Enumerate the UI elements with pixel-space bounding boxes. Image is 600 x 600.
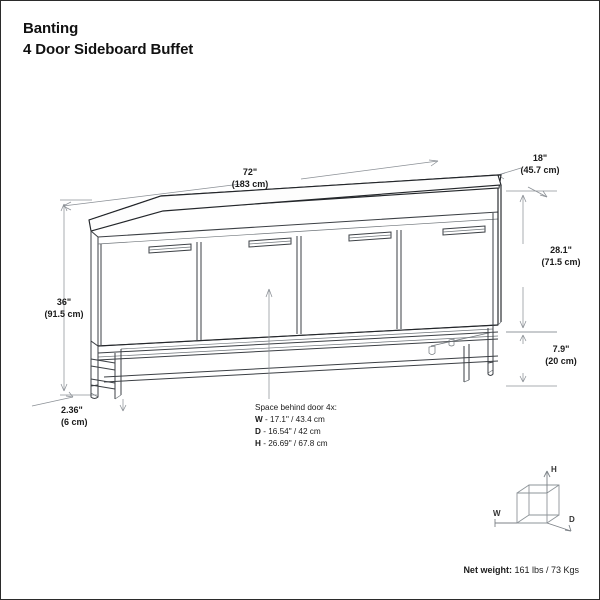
door-handles	[148, 225, 486, 254]
note-row-h: H - 26.69" / 67.8 cm	[255, 438, 337, 450]
cabinet-body	[88, 174, 502, 347]
net-weight: Net weight: 161 lbs / 73 Kgs	[463, 565, 579, 575]
note-row-w: W - 17.1" / 43.4 cm	[255, 414, 337, 426]
net-weight-value: 161 lbs / 73 Kgs	[514, 565, 579, 575]
product-name: Banting	[23, 20, 79, 37]
product-subtitle: 4 Door Sideboard Buffet	[23, 40, 194, 58]
note-axis-h: H	[255, 439, 261, 449]
cube-label-depth: D	[569, 515, 575, 524]
note-heading: Space behind door 4x:	[255, 403, 337, 412]
cube-label-height: H	[551, 465, 557, 474]
net-weight-label: Net weight:	[463, 565, 512, 575]
base-frame	[90, 325, 499, 400]
cube-label-width: W	[493, 509, 501, 518]
note-axis-w: W	[255, 415, 263, 425]
dimension-label-base-height: 7.9" (20 cm)	[545, 344, 577, 366]
interior-space-note: Space behind door 4x: W - 17.1" / 43.4 c…	[255, 402, 337, 451]
note-axis-d: D	[255, 427, 261, 437]
dimension-label-leg-height: 2.36" (6 cm)	[61, 405, 88, 427]
cube-wireframe-icon	[494, 470, 572, 532]
dimension-label-cabinet-height: 28.1" (71.5 cm)	[541, 245, 581, 267]
note-value-w: - 17.1" / 43.4 cm	[265, 415, 325, 425]
note-value-h: - 26.69" / 67.8 cm	[263, 439, 328, 449]
dimension-label-depth: 18" (45.7 cm)	[520, 153, 560, 175]
dimension-label-total-height: 36" (91.5 cm)	[44, 297, 84, 319]
note-row-d: D - 16.54" / 42 cm	[255, 426, 337, 438]
cube-legend: H W D	[481, 463, 585, 539]
dimension-lines	[31, 159, 557, 412]
interior-space-leader-arrow	[265, 288, 273, 399]
dimension-label-width: 72" (183 cm)	[231, 167, 269, 189]
note-value-d: - 16.54" / 42 cm	[263, 427, 321, 437]
page-title: Banting 4 Door Sideboard Buffet	[23, 19, 193, 60]
